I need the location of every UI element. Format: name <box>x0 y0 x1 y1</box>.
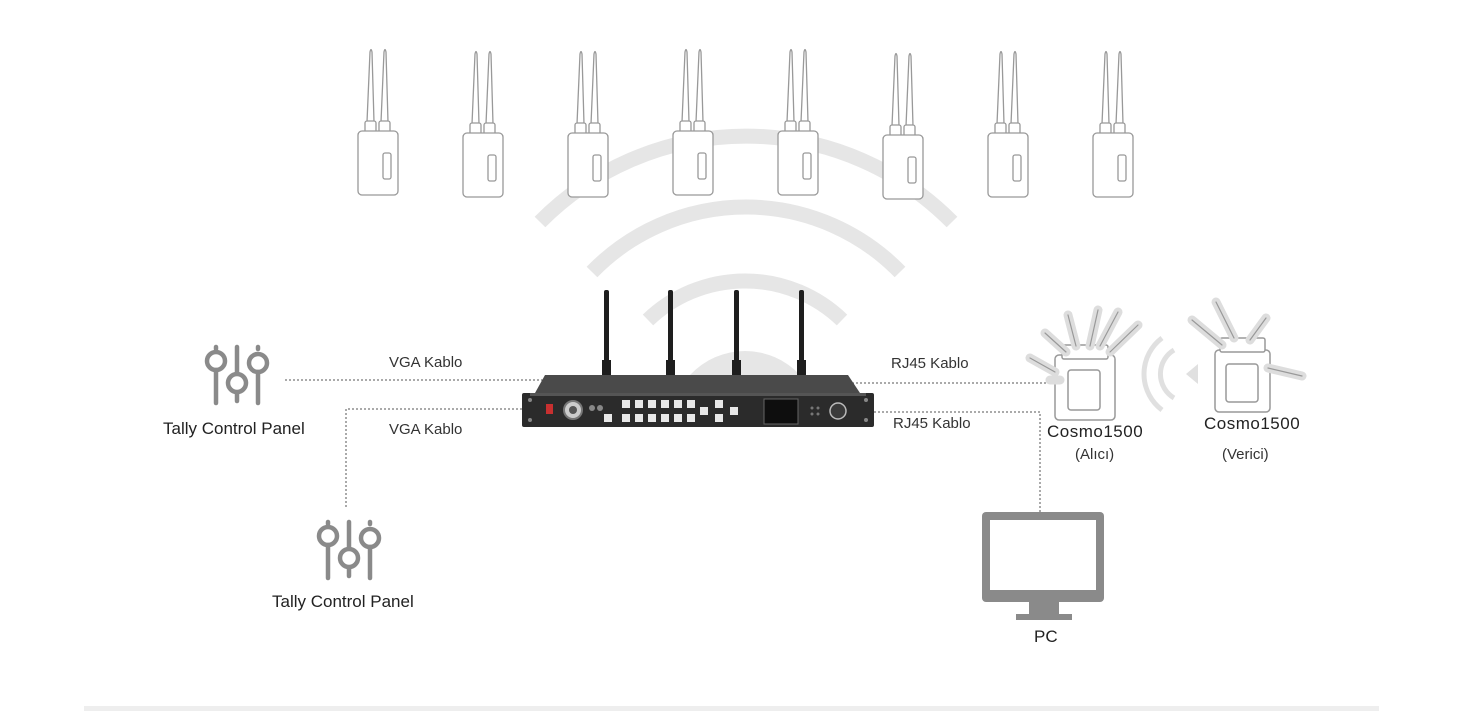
cosmo-transmitter-name: Cosmo1500 <box>1204 414 1301 433</box>
cosmo-transmitter-device <box>1187 297 1307 413</box>
antenna-receiver-icon <box>987 50 1029 198</box>
antenna-receiver-icon <box>567 50 609 198</box>
cables <box>285 379 1050 512</box>
antenna-receiver-icon <box>357 48 399 196</box>
rj45-cable-bottom <box>874 411 1041 512</box>
sliders-icon <box>316 519 382 581</box>
wireless-link-icon <box>1141 336 1198 412</box>
tally-receivers-row <box>357 48 1134 200</box>
antenna-receiver-icon <box>462 50 504 198</box>
tally-control-panel-label-1: Tally Control Panel <box>163 419 305 438</box>
rj45-cable-label-top: RJ45 Kablo <box>891 355 969 372</box>
antenna-receiver-icon <box>882 52 924 200</box>
vga-cable-label-top: VGA Kablo <box>389 354 463 371</box>
vga-cable-bottom <box>345 408 522 507</box>
sliders-icon <box>204 344 270 406</box>
rj45-cable-label-bottom: RJ45 Kablo <box>893 415 971 432</box>
vga-cable-label-bottom: VGA Kablo <box>389 421 463 438</box>
antenna-receiver-icon <box>1092 50 1134 198</box>
bottom-divider <box>84 706 1379 711</box>
wireless-tally-rack-device <box>522 290 874 427</box>
monitor-icon <box>982 512 1104 620</box>
rack-antennas <box>602 290 806 376</box>
antenna-receiver-icon <box>777 48 819 196</box>
rack-buttons <box>604 400 738 422</box>
tally-control-panel-label-2: Tally Control Panel <box>272 592 414 611</box>
antenna-receiver-icon <box>672 48 714 196</box>
cosmo-receiver-name: Cosmo1500 <box>1047 422 1144 441</box>
signal-arc-inner <box>642 273 848 326</box>
cosmo-receiver-device <box>1025 305 1143 421</box>
signal-arc-core <box>690 350 800 375</box>
pc-label: PC <box>1034 627 1058 646</box>
cosmo-transmitter-role: (Verici) <box>1222 446 1269 463</box>
cosmo-receiver-role: (Alıcı) <box>1075 446 1115 463</box>
signal-arc-middle <box>586 199 906 278</box>
